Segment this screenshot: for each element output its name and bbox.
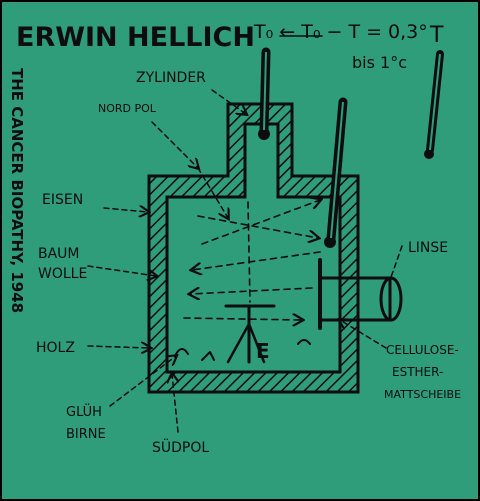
title: ERWIN HELLICH <box>16 22 255 53</box>
label-linse: LINSE <box>408 240 448 256</box>
side-caption: THE CANCER BIOPATHY, 1948 <box>8 68 26 313</box>
apparatus-walls <box>147 102 360 394</box>
label-cellulose-2: ESTHER- <box>392 365 443 379</box>
label-zylinder: ZYLINDER <box>136 70 206 86</box>
label-sudpol: SÜDPOL <box>152 438 209 456</box>
formula: T₀ ← T₀ − T = 0,3° <box>253 21 428 43</box>
label-baumwolle-1: BAUM <box>38 246 80 262</box>
label-holz: HOLZ <box>36 340 75 356</box>
thermometer-t-inner <box>324 97 348 248</box>
bulb-stand: E <box>175 304 311 364</box>
lens-tube <box>318 258 403 330</box>
label-eisen: EISEN <box>42 192 83 208</box>
thermometer-t-outside <box>424 50 444 159</box>
internal-radiation-arrows <box>183 200 320 320</box>
label-nordpol: NORD POL <box>98 102 157 115</box>
label-gluhbirne-2: BIRNE <box>66 427 106 442</box>
label-cellulose-1: CELLULOSE- <box>386 343 459 357</box>
formula-range: bis 1°c <box>352 53 407 72</box>
thermometer-label-right: T <box>429 23 444 48</box>
e-mark: E <box>256 339 270 363</box>
thermometer-to <box>258 47 271 140</box>
label-gluhbirne-1: GLÜH <box>66 403 102 420</box>
label-cellulose-3: MATTSCHEIBE <box>384 388 461 401</box>
leader-lines <box>87 89 403 433</box>
label-baumwolle-2: WOLLE <box>38 266 87 282</box>
